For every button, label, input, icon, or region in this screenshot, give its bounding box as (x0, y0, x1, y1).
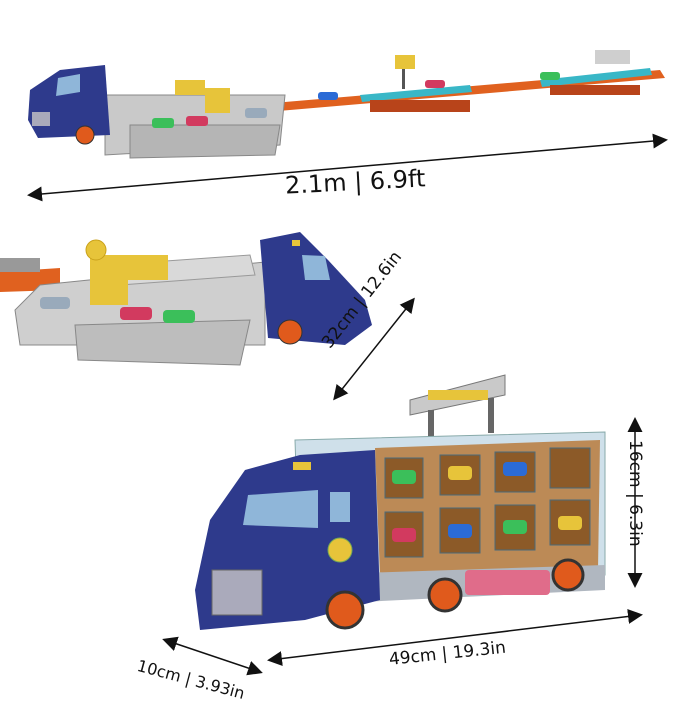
toy-car (558, 516, 582, 530)
truck-cab (28, 65, 110, 138)
teal-track-section (540, 68, 652, 87)
length-arrow-bottom (267, 609, 643, 666)
finish-arch (595, 50, 630, 64)
gas-station (175, 80, 205, 95)
length-arrow (27, 133, 668, 202)
wheel (75, 125, 95, 145)
toy-car (503, 462, 527, 476)
toy-car (186, 116, 208, 126)
car-compartments (384, 447, 591, 558)
badge (327, 537, 353, 563)
wheel (277, 319, 303, 345)
toy-car (120, 307, 152, 320)
depth-arrow (333, 297, 415, 401)
toy-car (425, 80, 445, 88)
toy-car (448, 466, 472, 480)
toy-car (40, 297, 70, 309)
wheel (427, 577, 463, 613)
toy-car (503, 520, 527, 534)
24h-sign (85, 239, 107, 261)
sign (395, 55, 415, 69)
toy-car (152, 118, 174, 128)
toy-car (245, 108, 267, 118)
grille (211, 569, 263, 616)
gas-station (90, 255, 128, 305)
toy-car (392, 528, 416, 542)
side-decal (465, 570, 550, 595)
teal-track-section (360, 85, 472, 102)
toy-car (558, 458, 582, 472)
toy-car (540, 72, 560, 80)
closed-truck-scene (195, 374, 606, 630)
toy-car (318, 92, 338, 100)
toy-car (448, 524, 472, 538)
toy-car (392, 470, 416, 484)
height-label: 16cm | 6.3in (625, 440, 645, 547)
extended-track-scene (28, 50, 665, 159)
toy-car (163, 310, 195, 323)
windshield (243, 490, 318, 528)
width-arrow (162, 636, 263, 676)
truck-cab (260, 232, 372, 345)
wheel (325, 590, 365, 630)
opened-playset-scene (0, 232, 372, 366)
wheel (551, 558, 585, 592)
